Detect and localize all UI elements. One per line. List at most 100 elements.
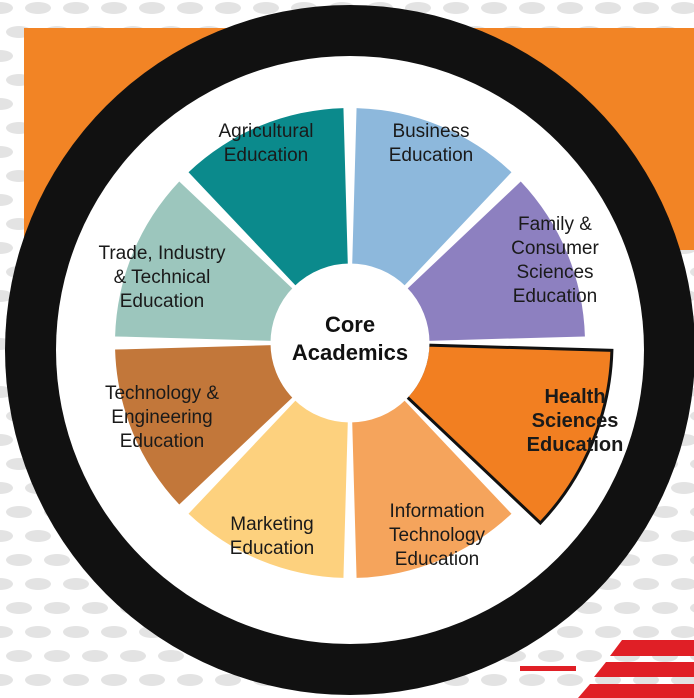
logo-dash-left xyxy=(520,666,576,671)
background-dot xyxy=(652,506,678,518)
segment-label-line: Education xyxy=(120,291,205,312)
segment-trade-industry xyxy=(115,181,294,341)
background-dot xyxy=(443,2,469,14)
segment-technology-engineering xyxy=(115,345,294,505)
segment-label-line: Education xyxy=(527,434,624,456)
background-dot xyxy=(6,506,32,518)
background-dot xyxy=(671,674,694,686)
background-dot xyxy=(481,2,507,14)
background-dot xyxy=(614,602,640,614)
background-dot xyxy=(44,602,70,614)
background-dot xyxy=(6,554,32,566)
background-dot xyxy=(557,674,583,686)
background-dot xyxy=(101,2,127,14)
segment-label-line: Education xyxy=(120,431,205,452)
background-dot xyxy=(481,674,507,686)
background-dot xyxy=(557,2,583,14)
core-academics-line: Core xyxy=(325,312,375,337)
background-dot xyxy=(690,411,694,421)
background-dot xyxy=(6,650,32,662)
background-dot xyxy=(82,650,108,662)
background-dot xyxy=(0,242,13,254)
segment-label-line: Education xyxy=(224,145,309,166)
background-dot xyxy=(25,674,51,686)
background-dot xyxy=(25,578,51,590)
background-dot xyxy=(63,674,89,686)
background-dot xyxy=(253,2,279,14)
logo-bar-middle xyxy=(594,662,694,677)
segment-label-line: Education xyxy=(395,549,480,570)
background-dot xyxy=(0,626,13,638)
background-dot xyxy=(690,459,694,469)
background-dot xyxy=(690,555,694,565)
segment-label-line: Trade, Industry xyxy=(98,243,226,264)
background-dot xyxy=(6,602,32,614)
background-dot xyxy=(519,2,545,14)
segment-label-line: Consumer xyxy=(511,238,599,259)
segment-label-line: Sciences xyxy=(532,410,619,432)
background-dot xyxy=(215,2,241,14)
background-dot xyxy=(0,2,13,14)
brand-logo xyxy=(520,640,694,698)
segment-agricultural xyxy=(188,108,348,287)
segment-label-line: Family & xyxy=(518,214,592,235)
background-dot xyxy=(671,2,694,14)
background-dot xyxy=(0,482,13,494)
segment-label-line: Information xyxy=(389,501,484,522)
segment-label-line: Marketing xyxy=(230,514,313,535)
background-dot xyxy=(690,507,694,517)
background-dot xyxy=(652,554,678,566)
background-dot xyxy=(557,626,583,638)
segment-label-line: Agricultural xyxy=(218,121,313,142)
segment-label-line: Education xyxy=(389,145,474,166)
background-dot xyxy=(595,626,621,638)
segment-label-line: Technology xyxy=(389,525,486,546)
segment-label-line: Business xyxy=(392,121,469,142)
background-dot xyxy=(0,194,13,206)
background-dot xyxy=(139,674,165,686)
segment-label-line: Education xyxy=(513,286,598,307)
background-dot xyxy=(25,530,51,542)
segment-label-line: Technology & xyxy=(105,383,219,404)
background-dot xyxy=(633,626,659,638)
background-dot xyxy=(82,602,108,614)
background-dot xyxy=(25,626,51,638)
segment-label-line: Education xyxy=(230,538,315,559)
segment-marketing xyxy=(188,399,348,578)
background-dot xyxy=(690,267,694,277)
background-dot xyxy=(576,650,602,662)
background-dot xyxy=(139,2,165,14)
logo-bar-top xyxy=(610,640,694,656)
background-dot xyxy=(690,603,694,613)
background-dot xyxy=(44,554,70,566)
background-dot xyxy=(215,674,241,686)
background-dot xyxy=(0,578,13,590)
segment-family-consumer xyxy=(406,181,585,341)
segment-label-line: & Technical xyxy=(114,267,211,288)
background-dot xyxy=(671,482,694,494)
background-dot xyxy=(63,626,89,638)
logo-bar-bottom xyxy=(578,684,694,698)
segment-business xyxy=(352,108,512,287)
background-dot xyxy=(671,626,694,638)
background-dot xyxy=(0,98,13,110)
background-dot xyxy=(576,602,602,614)
background-dot xyxy=(0,50,13,62)
background-dot xyxy=(633,2,659,14)
segment-label-line: Health xyxy=(544,386,605,408)
background-dot xyxy=(519,674,545,686)
segment-information-technology xyxy=(352,399,512,578)
background-dot xyxy=(633,578,659,590)
background-dot xyxy=(0,674,13,686)
background-dot xyxy=(101,626,127,638)
background-dot xyxy=(652,602,678,614)
background-dot xyxy=(671,578,694,590)
